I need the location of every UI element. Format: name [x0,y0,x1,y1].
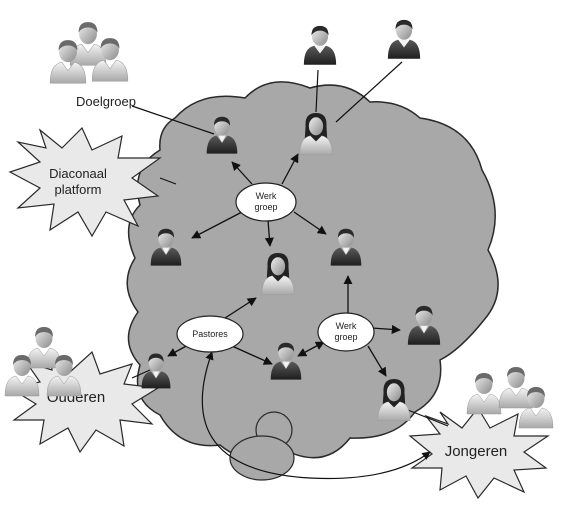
topright-person-icon [387,19,421,59]
arrow-werkgroep2-to-bottom [367,345,387,377]
werkgroep-right-line2: groep [334,332,357,342]
werkgroep-top-line1: Werk [256,191,277,201]
line-top-man-to-woman [315,69,319,113]
arrow-werkgroep-to-woman-top [281,153,299,185]
diaconaal-platform-burst [8,126,162,238]
jongeren-person-icon-1 [466,372,502,415]
jongeren-label: Jongeren [445,443,508,460]
connector-lines [131,61,449,480]
doelgroep-label: Doelgroep [76,94,136,109]
werkgroep-top-oval [235,182,297,222]
line-topright-man [335,61,403,123]
top-person-icon [303,25,337,65]
pastores-oval [176,315,244,353]
diaconaal-label-line2: platform [55,182,102,197]
werkgroep-right-oval [317,312,375,352]
arrow-werkgroep2-bidirectional [297,341,325,357]
line-diaconaal-to-org [159,177,177,185]
werkgroep-right-line1: Werk [336,321,357,331]
arrow-werkgroep2-to-right [371,324,401,334]
werkgroep-top-line2: groep [254,202,277,212]
arrow-werkgroep-to-left [191,211,243,239]
cloud-bottom-blob [229,435,295,481]
arrow-werkgroep-to-right [293,211,327,235]
arrow-pastores-to-bottom [231,345,273,365]
line-ouderen-to-man [131,369,151,379]
line-woman-to-jongeren [407,409,449,427]
arrow-werkgroep-to-topleft [231,161,253,185]
line-doelgroep-to-org [131,105,215,135]
curved-arrow-pastores-jongeren [201,351,431,480]
jongeren-person-icon-2 [498,366,534,409]
arrow-werkgroep-to-center [264,219,274,247]
pastores-label: Pastores [192,329,228,339]
diaconaal-label-line1: Diaconaal [49,166,107,181]
arrow-pastores-to-center [221,297,257,321]
